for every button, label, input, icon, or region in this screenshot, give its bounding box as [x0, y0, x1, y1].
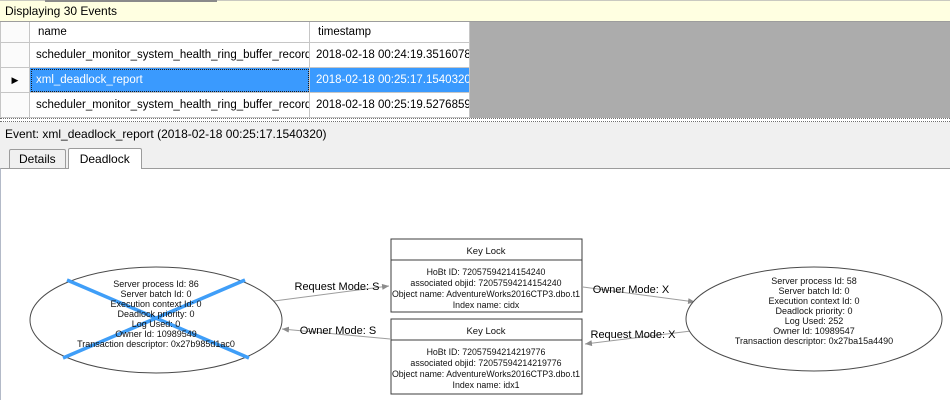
event-caption-bar: Event: xml_deadlock_report (2018-02-18 0…: [0, 122, 950, 146]
tab-strip: Details Deadlock: [0, 146, 950, 169]
info-bar-text: Displaying 30 Events: [5, 4, 118, 18]
window-edge-mark: [45, 0, 217, 2]
column-header-timestamp[interactable]: timestamp: [310, 22, 470, 43]
row-selector-cell[interactable]: [0, 93, 30, 118]
svg-text:Deadlock priority: 0: Deadlock priority: 0: [775, 306, 852, 316]
table-header-row: name timestamp: [0, 22, 470, 43]
tab-details[interactable]: Details: [9, 149, 66, 168]
victim-cross-line: [62, 278, 246, 360]
svg-text:Index name: idx1: Index name: idx1: [453, 380, 520, 390]
svg-text:Index name: cidx: Index name: cidx: [453, 300, 520, 310]
row-selector-cell[interactable]: ▶: [0, 68, 30, 93]
column-header-name[interactable]: name: [30, 22, 310, 43]
svg-text:Server batch Id: 0: Server batch Id: 0: [778, 286, 849, 296]
svg-text:Execution context Id: 0: Execution context Id: 0: [768, 296, 859, 306]
event-timestamp-cell[interactable]: 2018-02-18 00:25:19.5276859: [310, 93, 470, 118]
svg-text:Log Used: 252: Log Used: 252: [785, 316, 844, 326]
deadlock-graph-panel: Request Mode: S Owner Mode: S Owner Mode…: [0, 168, 950, 400]
svg-text:Execution context Id: 0: Execution context Id: 0: [110, 299, 201, 309]
svg-text:Owner Id: 10989549: Owner Id: 10989549: [115, 329, 197, 339]
edge-request-s-line: [273, 283, 390, 302]
table-row[interactable]: scheduler_monitor_system_health_ring_buf…: [0, 43, 470, 68]
deadlock-graph: Request Mode: S Owner Mode: S Owner Mode…: [29, 238, 943, 395]
svg-text:Object name: AdventureWorks201: Object name: AdventureWorks2016CTP3.dbo.…: [392, 369, 580, 379]
event-name-cell[interactable]: scheduler_monitor_system_health_ring_buf…: [30, 43, 310, 68]
svg-text:Server process Id: 58: Server process Id: 58: [771, 276, 857, 286]
event-timestamp-cell[interactable]: 2018-02-18 00:24:19.3516078: [310, 43, 470, 68]
event-name-cell[interactable]: xml_deadlock_report: [30, 68, 310, 93]
info-bar: Displaying 30 Events: [0, 0, 950, 22]
splitter-handle[interactable]: [0, 118, 950, 122]
row-selector-cell[interactable]: [0, 43, 30, 68]
svg-text:associated objid: 720575942141: associated objid: 72057594214154240: [410, 278, 561, 288]
svg-text:Owner Id: 10989547: Owner Id: 10989547: [773, 326, 855, 336]
events-table: name timestamp scheduler_monitor_system_…: [0, 22, 470, 118]
event-name-cell[interactable]: scheduler_monitor_system_health_ring_buf…: [30, 93, 310, 118]
edge-label-request-x: Request Mode: X: [591, 329, 677, 341]
process-node: Server process Id: 58 Server batch Id: 0…: [685, 266, 943, 372]
row-selector-header[interactable]: [0, 22, 30, 43]
svg-text:Key Lock: Key Lock: [466, 326, 505, 337]
events-grid: name timestamp scheduler_monitor_system_…: [0, 22, 950, 118]
svg-text:Server batch Id: 0: Server batch Id: 0: [120, 289, 191, 299]
svg-text:HoBt ID: 72057594214154240: HoBt ID: 72057594214154240: [427, 267, 546, 277]
svg-text:associated objid: 720575942142: associated objid: 72057594214219776: [410, 358, 561, 368]
svg-text:Deadlock priority: 0: Deadlock priority: 0: [117, 309, 194, 319]
edge-label-owner-x: Owner Mode: X: [593, 284, 670, 296]
event-caption-text: Event: xml_deadlock_report (2018-02-18 0…: [5, 127, 327, 141]
table-row[interactable]: scheduler_monitor_system_health_ring_buf…: [0, 93, 470, 118]
edge-owner-x-line: [582, 286, 696, 305]
edge-owner-s-line: [281, 326, 391, 340]
edge-request-x-line: [584, 330, 692, 347]
svg-text:HoBt ID: 72057594214219776: HoBt ID: 72057594214219776: [427, 347, 546, 357]
edge-label-owner-s: Owner Mode: S: [300, 325, 376, 337]
svg-text:Transaction descriptor: 0x27ba: Transaction descriptor: 0x27ba15a4490: [735, 336, 893, 346]
svg-text:Server process Id: 86: Server process Id: 86: [113, 279, 199, 289]
tab-deadlock[interactable]: Deadlock: [67, 148, 142, 169]
svg-text:Log Used: 0: Log Used: 0: [132, 319, 181, 329]
resource-node-keylock-cidx: Key Lock HoBt ID: 72057594214154240 asso…: [390, 238, 583, 313]
process-node-victim: Server process Id: 86 Server batch Id: 0…: [29, 266, 283, 374]
svg-text:Object name: AdventureWorks201: Object name: AdventureWorks2016CTP3.dbo.…: [392, 289, 580, 299]
table-row-selected[interactable]: ▶ xml_deadlock_report 2018-02-18 00:25:1…: [0, 68, 470, 93]
resource-node-keylock-idx1: Key Lock HoBt ID: 72057594214219776 asso…: [390, 318, 583, 395]
edge-label-request-s: Request Mode: S: [295, 281, 380, 293]
current-row-arrow-icon: ▶: [11, 75, 19, 85]
svg-text:Transaction descriptor: 0x27b9: Transaction descriptor: 0x27b985d1ac0: [77, 339, 235, 349]
svg-text:Key Lock: Key Lock: [466, 246, 505, 257]
event-timestamp-cell[interactable]: 2018-02-18 00:25:17.1540320: [310, 68, 470, 93]
